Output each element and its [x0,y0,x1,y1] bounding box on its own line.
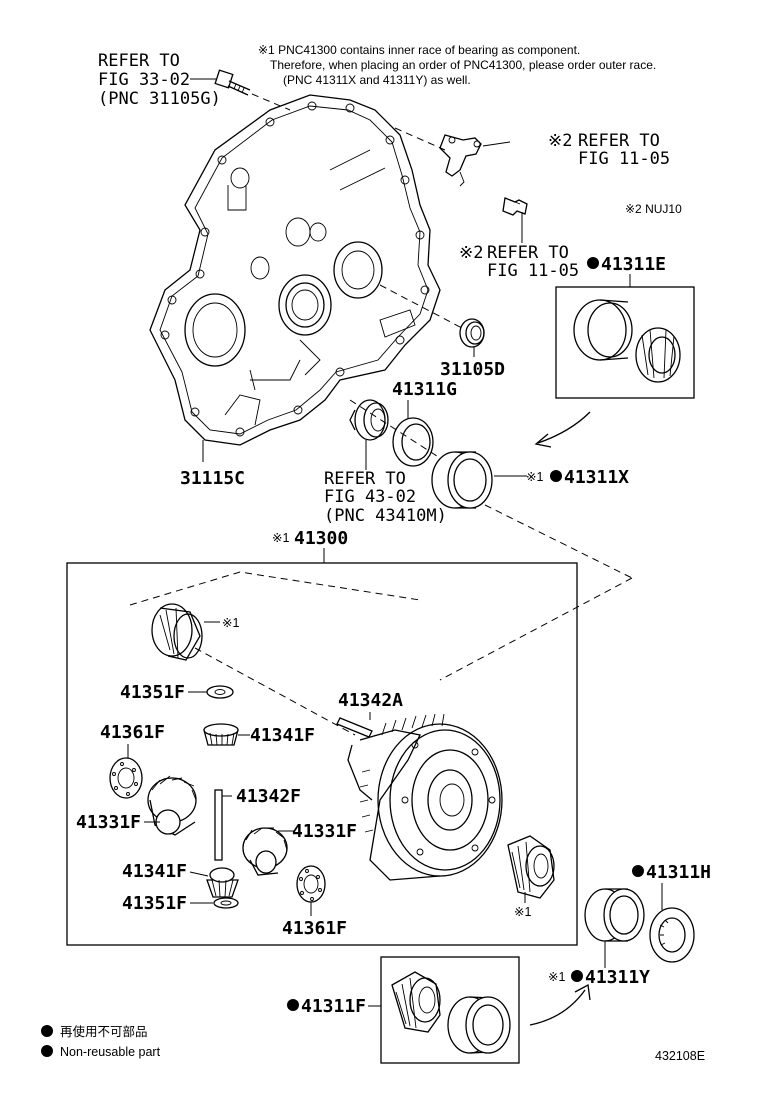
oil-seal-31105d [459,318,485,348]
part-41342a: 41342A [338,690,403,711]
part-41311y: 41311Y [585,967,650,988]
part-41341f-a: 41341F [250,725,315,746]
thrust-washer-41361f-a [109,757,143,799]
legend-dot-jp [41,1025,53,1037]
pinion-41341f-b [206,867,239,898]
bracket-fig11 [439,134,482,187]
legend-dot-41311e [587,257,599,269]
part-41331f-a: 41331F [76,812,141,833]
part-41361f-a: 41361F [100,722,165,743]
part-41300: 41300 [294,528,348,549]
arrow-curve-bottom [529,989,586,1026]
ref-fig11a-line2: FIG 11-05 [578,149,670,169]
leader-41341f-b [189,871,209,877]
box-41311f [380,956,520,1064]
dash-bearing-to-diff [194,647,356,736]
note-nuj10: ※2 NUJ10 [625,202,682,216]
legend-en: Non-reusable part [60,1045,161,1059]
ref-fig11a-line1: REFER TO [578,131,660,151]
bearing-race-41311e [573,299,681,383]
part-41311g: 41311G [392,379,457,400]
outer-race-41311x [431,451,493,509]
side-gear-41331f-a [147,775,197,836]
bolt-31105g [214,69,251,96]
bearing-cone-top [151,603,203,661]
differential-ring-gear [347,713,503,881]
shim-41311g [392,417,434,467]
washer-41351f-b [213,897,239,909]
legend-dot-41311h [632,865,644,877]
dash-seal-to-race [349,399,441,459]
leader-fig11a [482,141,511,147]
mark-bearing-top: ※1 [222,616,239,630]
shaft-41342f [214,789,223,861]
ref-fig11a-mark: ※2 [548,131,572,151]
legend-dot-en [41,1045,53,1057]
ref-fig33-line1: REFER TO [98,51,180,71]
side-gear-41331f-b [242,827,288,876]
legend-dot-41311y [571,970,583,982]
note-line-3: (PNC 41311X and 41311Y) as well. [283,73,471,87]
ref-fig11b-mark: ※2 [459,243,483,263]
mark-41311y: ※1 [548,970,565,984]
ref-fig43-line3: (PNC 43410M) [324,506,447,526]
part-41311x: 41311X [564,467,629,488]
legend-dot-41311f [287,999,299,1011]
arrow-curve-top [537,411,591,444]
box-41311e [555,286,695,399]
note-line-1: ※1 PNC41300 contains inner race of beari… [258,43,580,57]
mark-41300: ※1 [272,531,289,545]
dash-case-to-seal [379,284,463,329]
part-41311h: 41311H [646,862,711,883]
part-41351f-b: 41351F [122,893,187,914]
ref-fig33-line3: (PNC 31105G) [98,89,221,109]
part-31115c: 31115C [180,468,245,489]
part-41311f: 41311F [301,996,366,1017]
part-41342f: 41342F [236,786,301,807]
part-41361f-b: 41361F [282,918,347,939]
bolt-fig11 [502,197,528,216]
dash-inside-box [129,571,633,681]
mark-41311x: ※1 [526,470,543,484]
part-41311e: 41311E [601,254,666,275]
bearing-cone-bottom [507,835,555,899]
diagram-id: 432108E [655,1049,705,1063]
part-41351f-a: 41351F [120,682,185,703]
thrust-washer-41361f-b [296,865,326,903]
part-41341f-b: 41341F [122,861,187,882]
pin-41342a [336,717,373,738]
pinion-41341f-a [203,723,239,746]
ref-fig43-line2: FIG 43-02 [324,487,416,507]
mark-bearing-bottom: ※1 [514,905,531,919]
legend-dot-41311x [550,470,562,482]
ref-fig43-line1: REFER TO [324,469,406,489]
part-41331f-b: 41331F [292,821,357,842]
dash-bolt-to-case [251,93,291,111]
ref-fig33-line2: FIG 33-02 [98,70,190,90]
arrow-head-bottom [574,983,591,1001]
part-31105d: 31105D [440,359,505,380]
bearing-41311f [391,971,511,1054]
washer-41351f-a [206,685,234,699]
outer-race-41311y [584,888,645,942]
note-line-2: Therefore, when placing an order of PNC4… [270,58,656,72]
transaxle-case-31115c [149,94,441,446]
seal-fig43 [349,399,389,441]
legend-jp: 再使用不可部品 [60,1024,148,1039]
box-41300 [66,562,578,946]
dash-case-to-bracket [394,127,446,151]
dash-race-to-box [484,504,633,579]
ref-fig11b-line1: REFER TO [487,243,569,263]
arrow-head-top [534,433,552,448]
ref-fig11b-line2: FIG 11-05 [487,261,579,281]
shim-41311h [649,907,695,963]
